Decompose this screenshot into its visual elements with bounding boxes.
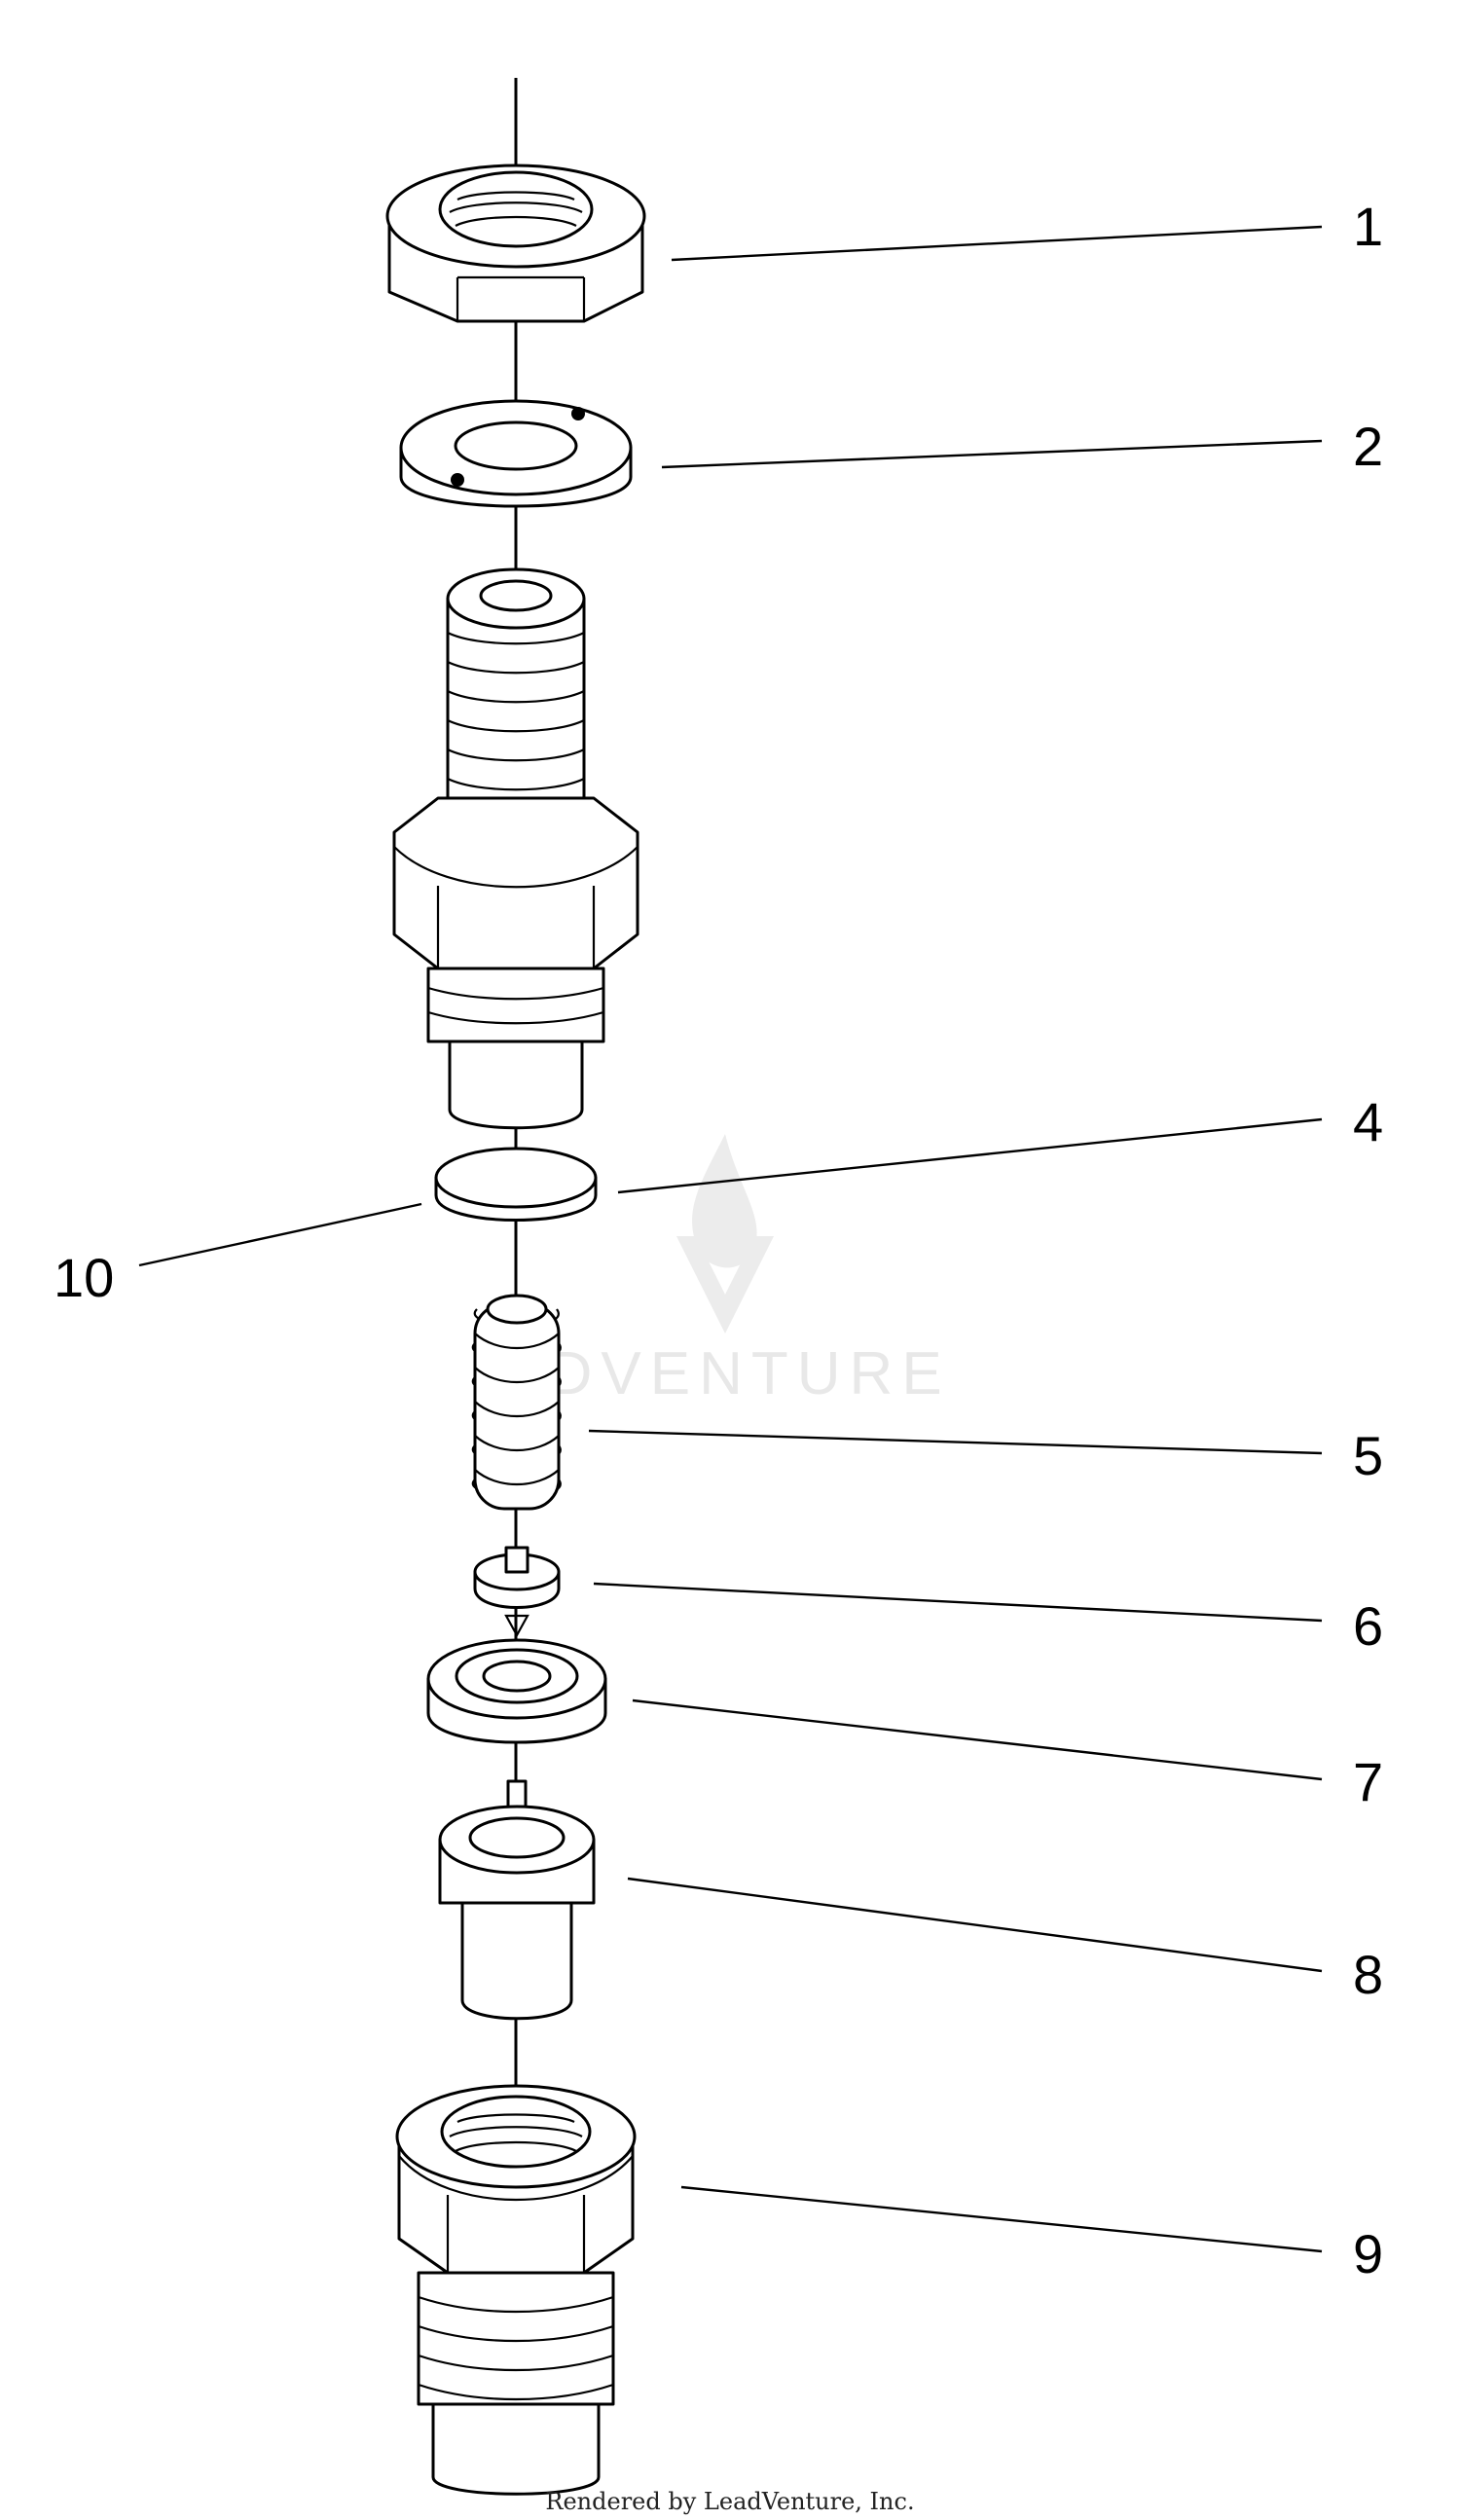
callout-7: 7	[1353, 1751, 1383, 1812]
footer-credit: Rendered by LeadVenture, Inc.	[545, 2488, 914, 2515]
leader-2	[661, 439, 1323, 469]
part-barrel	[438, 1779, 596, 2021]
part-valve	[473, 1546, 561, 1638]
callout-10: 10	[54, 1247, 114, 1308]
leader-6	[593, 1582, 1323, 1623]
callout-1: 1	[1353, 196, 1383, 257]
callout-labels: 1 2 4 10 5 6 7 8 9	[54, 196, 1383, 2284]
callout-6: 6	[1353, 1595, 1383, 1657]
leader-8	[627, 1877, 1323, 1973]
part-valve-seat	[426, 1638, 607, 1744]
watermark-text: ADVENTURE	[499, 1340, 950, 1407]
leader-4	[617, 1117, 1323, 1194]
part-washer	[399, 399, 633, 508]
part-spring	[471, 1294, 562, 1511]
watermark: ADVENTURE	[499, 1134, 950, 1407]
flame-v-logo-icon	[676, 1134, 774, 1333]
leader-7	[632, 1698, 1323, 1781]
callout-8: 8	[1353, 1944, 1383, 2005]
callout-2: 2	[1353, 416, 1383, 477]
leader-1	[671, 225, 1323, 262]
part-hex-nut	[385, 164, 646, 323]
leader-10	[138, 1202, 422, 1267]
callout-9: 9	[1353, 2223, 1383, 2284]
part-gasket	[434, 1147, 598, 1222]
part-valve-holder	[392, 567, 639, 1130]
part-bottom-fitting	[395, 2084, 637, 2496]
leader-9	[680, 2185, 1323, 2253]
leader-5	[588, 1429, 1323, 1455]
leader-lines	[138, 225, 1323, 2253]
callout-5: 5	[1353, 1425, 1383, 1486]
callout-4: 4	[1353, 1091, 1383, 1152]
